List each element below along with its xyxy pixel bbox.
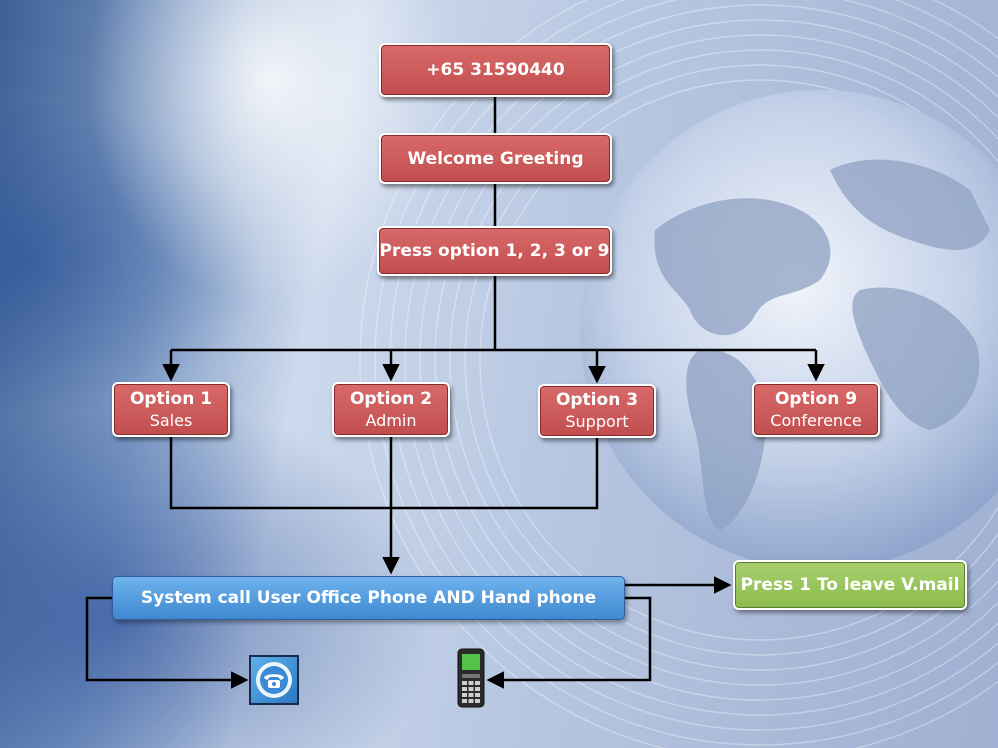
option-3-title: Option 3 <box>555 390 639 410</box>
option-2-title: Option 2 <box>349 388 433 409</box>
press-option-node: Press option 1, 2, 3 or 9 <box>377 226 612 276</box>
option-3-subtitle: Support <box>565 412 629 431</box>
option-1-subtitle: Sales <box>149 410 193 430</box>
welcome-greeting-node: Welcome Greeting <box>379 133 612 184</box>
option-2-node: Option 2 Admin <box>332 382 450 437</box>
system-call-node: System call User Office Phone AND Hand p… <box>112 576 625 620</box>
option-9-subtitle: Conference <box>770 410 862 430</box>
arrow-to-office-phone <box>85 596 249 689</box>
option-9-node: Option 9 Conference <box>752 382 880 437</box>
voicemail-label: Press 1 To leave V.mail <box>740 575 960 595</box>
connector-options-merge <box>169 437 599 510</box>
option-1-node: Option 1 Sales <box>112 382 230 437</box>
option-1-title: Option 1 <box>129 388 213 409</box>
hand-phone-icon <box>456 648 486 708</box>
phone-number-label: +65 31590440 <box>426 60 565 80</box>
office-phone-icon <box>249 655 299 705</box>
press-option-label: Press option 1, 2, 3 or 9 <box>379 241 610 261</box>
welcome-greeting-label: Welcome Greeting <box>407 148 584 169</box>
option-3-node: Option 3 Support <box>538 384 656 438</box>
option-2-subtitle: Admin <box>365 410 417 430</box>
system-call-label: System call User Office Phone AND Hand p… <box>140 588 597 608</box>
phone-number-node: +65 31590440 <box>379 43 612 97</box>
voicemail-node: Press 1 To leave V.mail <box>733 560 967 610</box>
option-9-title: Option 9 <box>774 388 858 409</box>
arrow-to-hand-phone <box>486 596 652 689</box>
